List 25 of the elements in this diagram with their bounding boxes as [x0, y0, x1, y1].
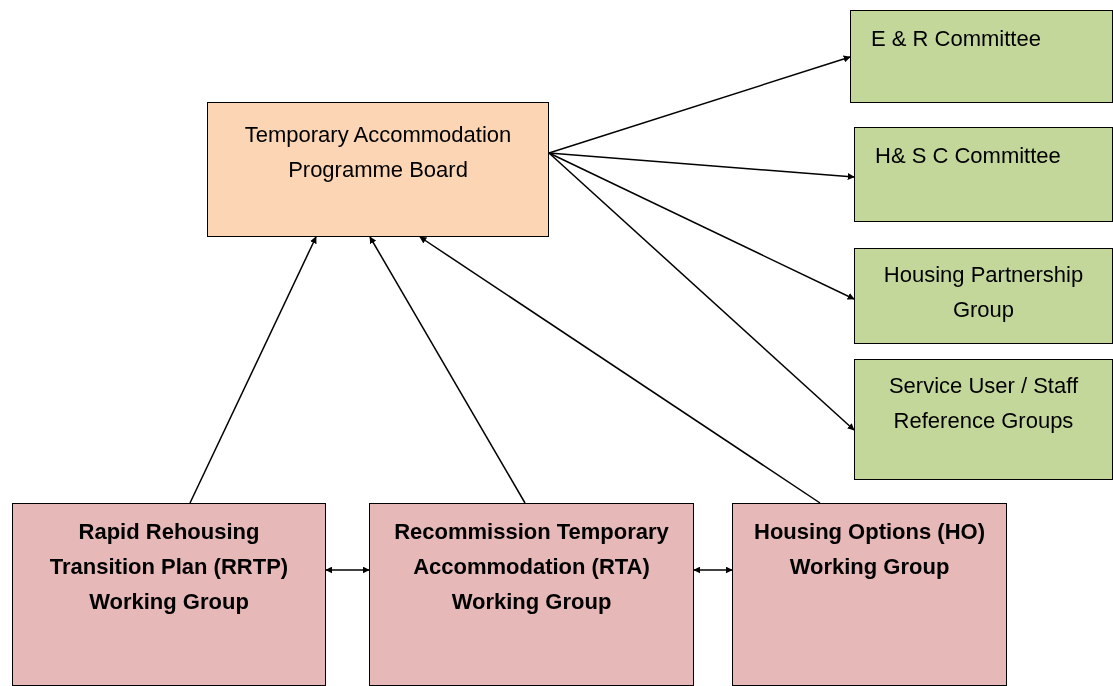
arrow — [419, 236, 821, 504]
box-label: H& S C Committee — [875, 142, 1061, 170]
committee-box — [850, 10, 1113, 103]
arrow — [325, 566, 370, 574]
arrow — [548, 152, 855, 431]
box-label: E & R Committee — [871, 25, 1041, 53]
working-group-box — [369, 503, 694, 686]
committee-box — [854, 127, 1113, 222]
board-box — [207, 102, 549, 237]
committee-box — [854, 248, 1113, 344]
arrow — [189, 236, 317, 504]
box-label: Temporary Accommodation Programme Board — [243, 121, 513, 185]
box-label: Service User / Staff Reference Groups — [887, 372, 1080, 436]
box-label: Housing Options (HO) Working Group — [753, 518, 986, 582]
arrow — [369, 236, 526, 504]
arrow — [548, 55, 851, 154]
arrow — [693, 566, 733, 574]
arrow — [548, 152, 855, 300]
box-label: Rapid Rehousing Transition Plan (RRTP) Working Group — [48, 518, 290, 617]
arrow — [548, 152, 855, 180]
working-group-box — [12, 503, 326, 686]
box-label: Housing Partnership Group — [882, 261, 1085, 325]
working-group-box — [732, 503, 1007, 686]
box-label: Recommission Temporary Accommodation (RTA) Working Group — [393, 518, 670, 617]
committee-box — [854, 359, 1113, 480]
